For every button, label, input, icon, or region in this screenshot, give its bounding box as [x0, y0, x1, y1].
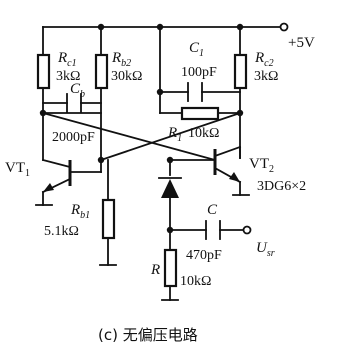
- figure-caption: (c) 无偏压电路: [98, 326, 198, 344]
- resistor-rc1: [36, 53, 51, 90]
- supply-terminal: [279, 22, 289, 32]
- resistor-rb2: [94, 53, 109, 90]
- capacitor-c1: [187, 82, 203, 102]
- transistor-vt1-symbol: [35, 158, 72, 206]
- value-rc2: 3kΩ: [254, 69, 278, 84]
- wires: [41, 26, 282, 301]
- label-output: Usr: [256, 240, 275, 259]
- label-vt2: VT2: [249, 156, 274, 175]
- label-rc1: Rc1: [57, 50, 77, 69]
- transistor-vt2-symbol: [213, 145, 250, 196]
- capacitor-c-out: [205, 220, 221, 240]
- label-c1: C1: [189, 40, 204, 59]
- resistor-r1: [180, 106, 220, 121]
- supply-label: +5V: [288, 35, 315, 51]
- capacitor-cb: [66, 93, 82, 113]
- value-r1: 10kΩ: [188, 126, 219, 141]
- resistor-r-out: [163, 248, 178, 288]
- output-terminal: [242, 225, 252, 235]
- value-vt2: 3DG6×2: [257, 179, 306, 194]
- label-rb1: Rb1: [70, 202, 90, 221]
- value-rb1: 5.1kΩ: [44, 224, 79, 239]
- label-rc2: Rc2: [254, 50, 274, 69]
- value-c1: 100pF: [181, 65, 217, 80]
- resistor-rb1: [101, 198, 116, 240]
- value-rc1: 3kΩ: [56, 69, 80, 84]
- value-r-out: 10kΩ: [180, 274, 211, 289]
- label-c-out: C: [207, 202, 218, 218]
- value-c-out: 470pF: [186, 248, 222, 263]
- label-vt1: VT1: [5, 160, 30, 179]
- value-rb2: 30kΩ: [111, 69, 142, 84]
- value-cb: 2000pF: [52, 130, 95, 145]
- diode-symbol: [158, 177, 182, 198]
- junction-dots: [39, 23, 244, 234]
- label-cb: Cb: [70, 81, 85, 100]
- label-r1: R1: [167, 125, 182, 144]
- resistor-rc2: [233, 53, 248, 90]
- label-rb2: Rb2: [111, 50, 131, 69]
- label-r-out: R: [150, 262, 160, 278]
